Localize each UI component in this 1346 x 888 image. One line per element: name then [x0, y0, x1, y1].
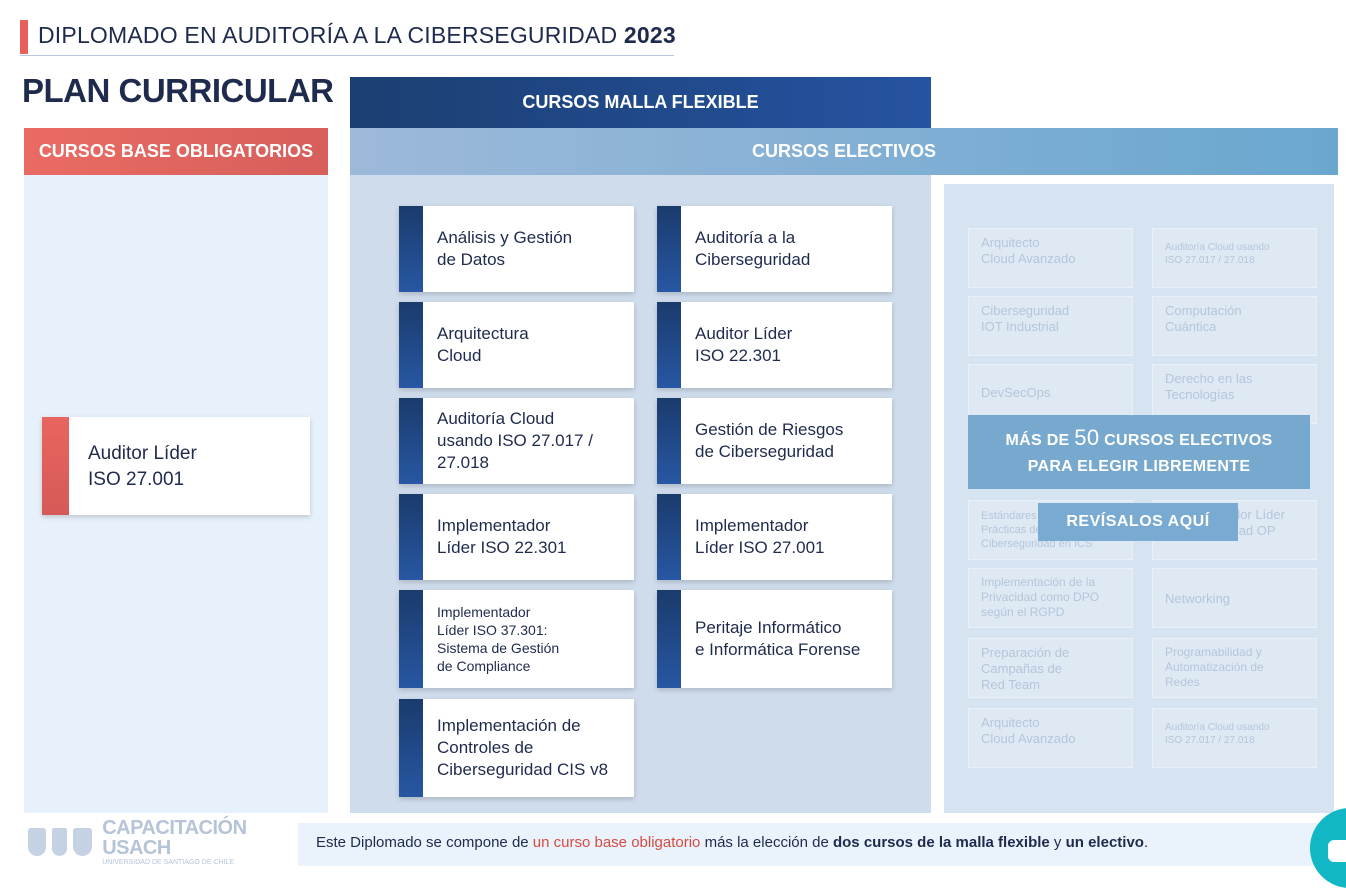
elective-ghost-card: Programabilidad y Automatización de Rede…	[1152, 638, 1317, 698]
course-card[interactable]: Implementador Líder ISO 22.301	[399, 494, 634, 580]
usach-logo-text: CAPACITACIÓN USACH UNIVERSIDAD DE SANTIA…	[102, 816, 247, 866]
elective-courses-heading: CURSOS ELECTIVOS	[350, 128, 1338, 175]
course-card[interactable]: Gestión de Riesgos de Ciberseguridad	[657, 398, 892, 484]
electives-count: 50	[1074, 424, 1100, 450]
more-electives-line2: PARA ELEGIR LIBREMENTE	[1027, 457, 1251, 475]
header-divider	[20, 55, 674, 56]
course-card[interactable]: Auditoría Cloud usando ISO 27.017 / 27.0…	[399, 398, 634, 484]
elective-ghost-card: Implementación de la Privacidad como DPO…	[968, 568, 1133, 628]
course-label: Auditor Líder ISO 22.301	[695, 324, 793, 365]
elective-label: Implementación de la Privacidad como DPO…	[981, 575, 1100, 619]
more-electives-line1: MÁS DE 50 CURSOS ELECTIVOS	[1005, 424, 1273, 450]
course-card[interactable]: Auditor Líder ISO 22.301	[657, 302, 892, 388]
course-label: Auditoría Cloud usando ISO 27.017 / 27.0…	[437, 409, 593, 472]
emblem-icon	[72, 828, 93, 856]
elective-label: Computación Cuántica	[1165, 303, 1242, 334]
course-card[interactable]: Implementación de Controles de Cibersegu…	[399, 699, 634, 797]
elective-ghost-card: Auditoría Cloud usando ISO 27.017 / 27.0…	[1152, 228, 1317, 288]
elective-label: Arquitecto Cloud Avanzado	[981, 235, 1076, 266]
elective-label: Ciberseguridad IOT Industrial	[981, 303, 1070, 334]
course-label: Implementador Líder ISO 22.301	[437, 516, 567, 557]
course-card[interactable]: Auditoría a la Ciberseguridad	[657, 206, 892, 292]
course-card[interactable]: Arquitectura Cloud	[399, 302, 634, 388]
elective-label: Derecho en las Tecnologías	[1165, 371, 1253, 402]
elective-label: Auditoría Cloud usando ISO 27.017 / 27.0…	[1165, 722, 1270, 746]
plan-title: PLAN CURRICULAR	[22, 72, 334, 109]
base-course-label: Auditor Líder ISO 27.001	[88, 443, 197, 490]
elective-ghost-card: Ciberseguridad IOT Industrial	[968, 296, 1133, 356]
course-label: Peritaje Informático e Informática Foren…	[695, 618, 861, 659]
elective-ghost-card: Networking	[1152, 568, 1317, 628]
card-stripe	[399, 699, 423, 797]
elective-ghost-card: Derecho en las Tecnologías	[1152, 364, 1317, 424]
more-electives-banner: MÁS DE 50 CURSOS ELECTIVOS PARA ELEGIR L…	[968, 415, 1310, 489]
course-card[interactable]: Análisis y Gestión de Datos	[399, 206, 634, 292]
university-shield-icon	[28, 828, 46, 856]
chat-widget-button[interactable]	[1310, 808, 1346, 888]
course-label: Implementador Líder ISO 37.301: Sistema …	[437, 604, 560, 674]
elective-courses-panel	[944, 184, 1334, 813]
course-label: Análisis y Gestión de Datos	[437, 228, 573, 269]
flexible-courses-heading: CURSOS MALLA FLEXIBLE	[350, 77, 931, 128]
card-stripe	[42, 417, 69, 515]
crest-icon	[51, 828, 67, 856]
chat-icon	[1328, 840, 1346, 862]
card-stripe	[657, 494, 681, 580]
course-label: Gestión de Riesgos de Ciberseguridad	[695, 420, 844, 461]
elective-label: Preparación de Campañas de Red Team	[981, 645, 1070, 692]
footer-description: Este Diplomado se compone de un curso ba…	[316, 834, 1149, 851]
course-label: Implementador Líder ISO 27.001	[695, 516, 825, 557]
elective-label: Programabilidad y Automatización de Rede…	[1165, 645, 1264, 689]
elective-ghost-card: Arquitecto Cloud Avanzado	[968, 228, 1133, 288]
course-label: Implementación de Controles de Cibersegu…	[437, 716, 609, 779]
view-electives-button[interactable]: REVÍSALOS AQUÍ	[1038, 503, 1238, 541]
base-course-card[interactable]: Auditor Líder ISO 27.001	[42, 417, 310, 515]
course-label: Arquitectura Cloud	[437, 324, 529, 365]
elective-label: Auditoría Cloud usando ISO 27.017 / 27.0…	[1165, 242, 1270, 266]
course-card[interactable]: Implementador Líder ISO 27.001	[657, 494, 892, 580]
card-stripe	[657, 206, 681, 292]
elective-label: Networking	[1165, 591, 1231, 606]
elective-ghost-card: Computación Cuántica	[1152, 296, 1317, 356]
elective-label: Arquitecto Cloud Avanzado	[981, 715, 1076, 746]
card-stripe	[399, 494, 423, 580]
page-header-title: DIPLOMADO EN AUDITORÍA A LA CIBERSEGURID…	[38, 22, 676, 48]
elective-ghost-card: Auditoría Cloud usando ISO 27.017 / 27.0…	[1152, 708, 1317, 768]
elective-ghost-card: Arquitecto Cloud Avanzado	[968, 708, 1133, 768]
course-label: Auditoría a la Ciberseguridad	[695, 228, 811, 269]
card-stripe	[657, 590, 681, 688]
header-accent-bar	[20, 20, 28, 54]
footer-info-bar	[298, 823, 1346, 866]
card-stripe	[657, 398, 681, 484]
card-stripe	[399, 206, 423, 292]
card-stripe	[399, 302, 423, 388]
card-stripe	[399, 398, 423, 484]
base-courses-heading: CURSOS BASE OBLIGATORIOS	[24, 128, 328, 175]
course-card[interactable]: Peritaje Informático e Informática Foren…	[657, 590, 892, 688]
usach-logo-group: CAPACITACIÓN USACH UNIVERSIDAD DE SANTIA…	[28, 818, 280, 866]
course-card[interactable]: Implementador Líder ISO 37.301: Sistema …	[399, 590, 634, 688]
card-stripe	[657, 302, 681, 388]
card-stripe	[399, 590, 423, 688]
elective-label: DevSecOps	[981, 385, 1051, 400]
elective-ghost-card: Preparación de Campañas de Red Team	[968, 638, 1133, 698]
